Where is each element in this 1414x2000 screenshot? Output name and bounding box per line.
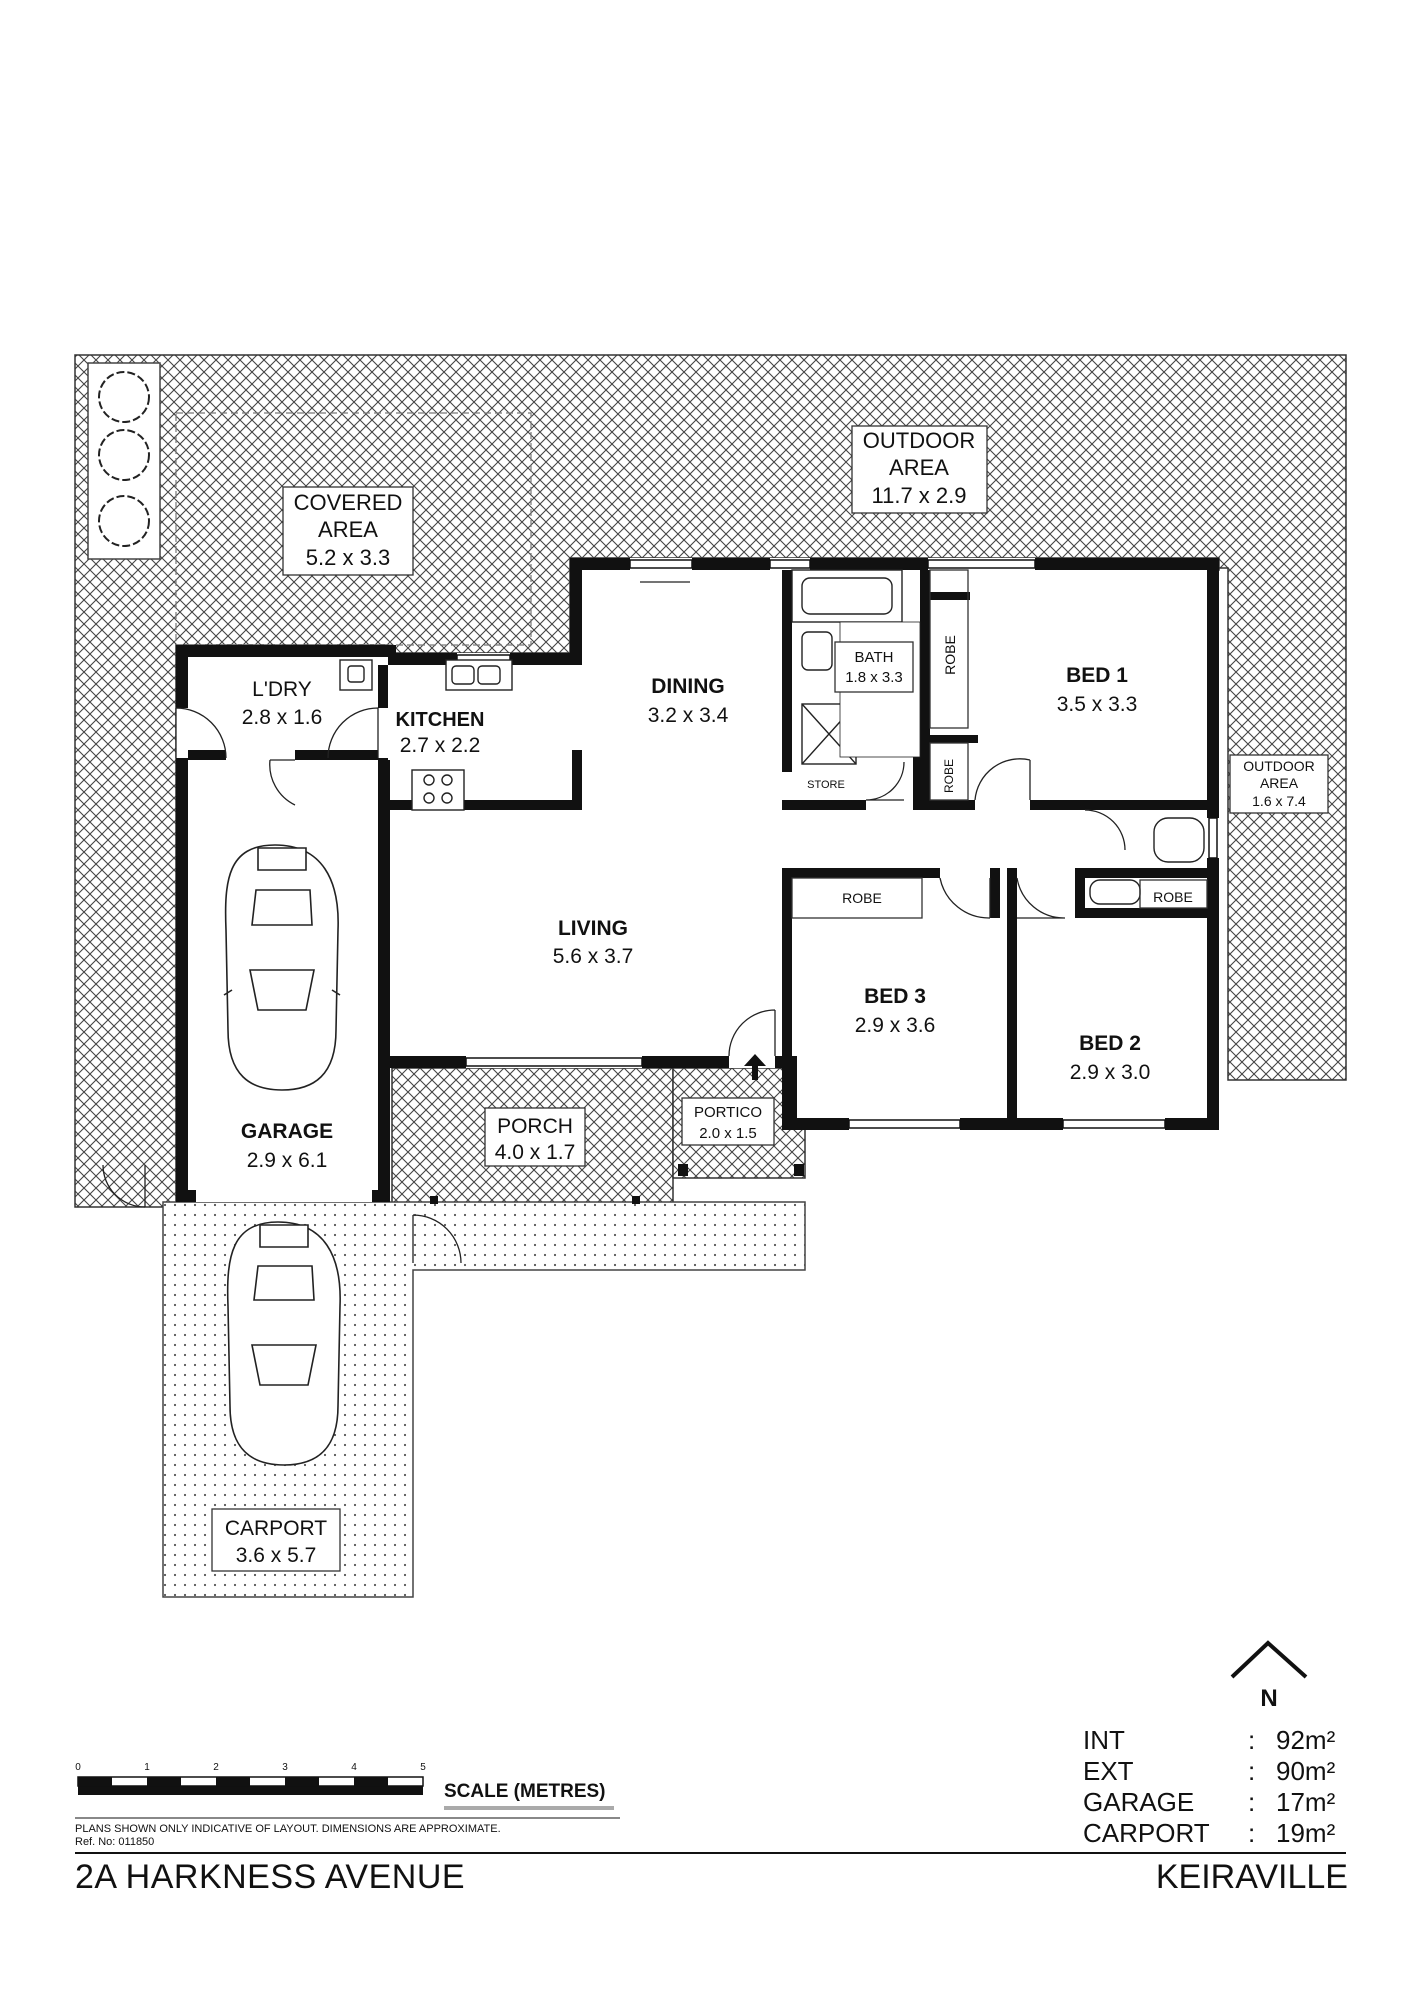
garage-dims: 2.9 x 6.1 [247, 1149, 328, 1172]
dining-dims: 3.2 x 3.4 [648, 704, 729, 727]
interior-fill [176, 558, 1219, 1202]
disclaimer-text: PLANS SHOWN ONLY INDICATIVE OF LAYOUT. D… [75, 1823, 501, 1835]
scale-tick-4: 4 [351, 1762, 357, 1773]
garage-car-icon [223, 844, 341, 1091]
disclaimer: PLANS SHOWN ONLY INDICATIVE OF LAYOUT. D… [75, 1823, 501, 1849]
area-row-carport: CARPORT : 19m² [1083, 1818, 1335, 1849]
covered-dims: 5.2 x 3.3 [306, 545, 390, 570]
robe-bed3-label: ROBE [842, 890, 882, 906]
outdoor-main-label-2: AREA [889, 455, 949, 480]
area-label: EXT [1083, 1756, 1134, 1786]
portico-label: PORTICO [694, 1104, 762, 1121]
porch-posts [430, 1164, 804, 1204]
garage-label: GARAGE [241, 1120, 333, 1143]
area-label: GARAGE [1083, 1787, 1195, 1817]
bed2-label: BED 2 [1079, 1032, 1141, 1055]
area-colon: : [1248, 1725, 1256, 1755]
bed1-label: BED 1 [1066, 664, 1128, 687]
kitchen-dims: 2.7 x 2.2 [400, 734, 481, 757]
scale-tick-5: 5 [420, 1762, 426, 1773]
outdoor-side-label: OUTDOOR [1243, 758, 1315, 774]
reference-number: Ref. No: 011850 [75, 1836, 155, 1848]
bed2-dims: 2.9 x 3.0 [1070, 1061, 1151, 1084]
area-value: 92m² [1276, 1725, 1336, 1755]
porch-label: PORCH [497, 1115, 573, 1138]
north-arrow-icon: N [1230, 1640, 1308, 1712]
label-boxes [211, 425, 1329, 1572]
area-row-garage: GARAGE : 17m² [1083, 1787, 1335, 1818]
carport-car-icon [226, 1221, 341, 1466]
bed1-dims: 3.5 x 3.3 [1057, 693, 1138, 716]
area-row-ext: EXT : 90m² [1083, 1756, 1335, 1787]
tree-icons [87, 362, 161, 560]
windows [456, 559, 1218, 1129]
room-labels: OUTDOOR AREA 11.7 x 2.9 COVERED AREA 5.2… [225, 428, 1315, 1567]
living-dims: 5.6 x 3.7 [553, 945, 634, 968]
store-label: STORE [807, 779, 845, 791]
covered-label: COVERED [294, 490, 403, 515]
porch-dims: 4.0 x 1.7 [495, 1141, 576, 1164]
living-label: LIVING [558, 917, 628, 940]
property-suburb: KEIRAVILLE [1155, 1858, 1348, 1896]
area-summary: INT : 92m² EXT : 90m² GARAGE : 17m² CARP… [1083, 1725, 1335, 1849]
area-colon: : [1248, 1818, 1256, 1848]
bath-dims: 1.8 x 3.3 [845, 669, 903, 686]
scale-tick-3: 3 [282, 1762, 288, 1773]
bed3-dims: 2.9 x 3.6 [855, 1014, 936, 1037]
outdoor-main-dims: 11.7 x 2.9 [872, 483, 967, 508]
carport-label: CARPORT [225, 1517, 327, 1540]
scale-bar: 0 1 2 3 4 5 [75, 1762, 614, 1810]
robe-bed1-label: ROBE [942, 635, 958, 675]
interior-walls [188, 570, 1207, 1130]
scale-tick-2: 2 [213, 1762, 219, 1773]
bath-label: BATH [855, 649, 894, 666]
laundry-label: L'DRY [252, 678, 312, 701]
area-colon: : [1248, 1756, 1256, 1786]
entry-arrow-icon [744, 1054, 766, 1080]
outdoor-side-label-2: AREA [1260, 775, 1299, 791]
outdoor-main-label: OUTDOOR [863, 428, 975, 453]
covered-label-2: AREA [318, 517, 378, 542]
property-address: 2A HARKNESS AVENUE [75, 1858, 466, 1896]
area-colon: : [1248, 1787, 1256, 1817]
robe-shelves [791, 569, 1208, 919]
kitchen-label: KITCHEN [396, 709, 485, 731]
bed3-label: BED 3 [864, 985, 926, 1008]
area-value: 90m² [1276, 1756, 1336, 1786]
scale-tick-0: 0 [75, 1762, 81, 1773]
scale-tick-1: 1 [144, 1762, 150, 1773]
dining-label: DINING [651, 675, 725, 698]
carport-dims: 3.6 x 5.7 [236, 1544, 317, 1567]
scale-label: SCALE (METRES) [444, 1781, 606, 1802]
area-label: CARPORT [1083, 1818, 1210, 1848]
robe-small-label: ROBE [942, 759, 956, 793]
robe-bed2-label: ROBE [1153, 889, 1193, 905]
door-swings [102, 581, 1126, 1264]
laundry-dims: 2.8 x 1.6 [242, 706, 323, 729]
portico-dims: 2.0 x 1.5 [699, 1125, 757, 1142]
north-label: N [1260, 1685, 1277, 1712]
area-value: 17m² [1276, 1787, 1336, 1817]
area-value: 19m² [1276, 1818, 1336, 1848]
area-label: INT [1083, 1725, 1125, 1755]
area-row-int: INT : 92m² [1083, 1725, 1335, 1756]
outdoor-side-dims: 1.6 x 7.4 [1252, 793, 1306, 809]
